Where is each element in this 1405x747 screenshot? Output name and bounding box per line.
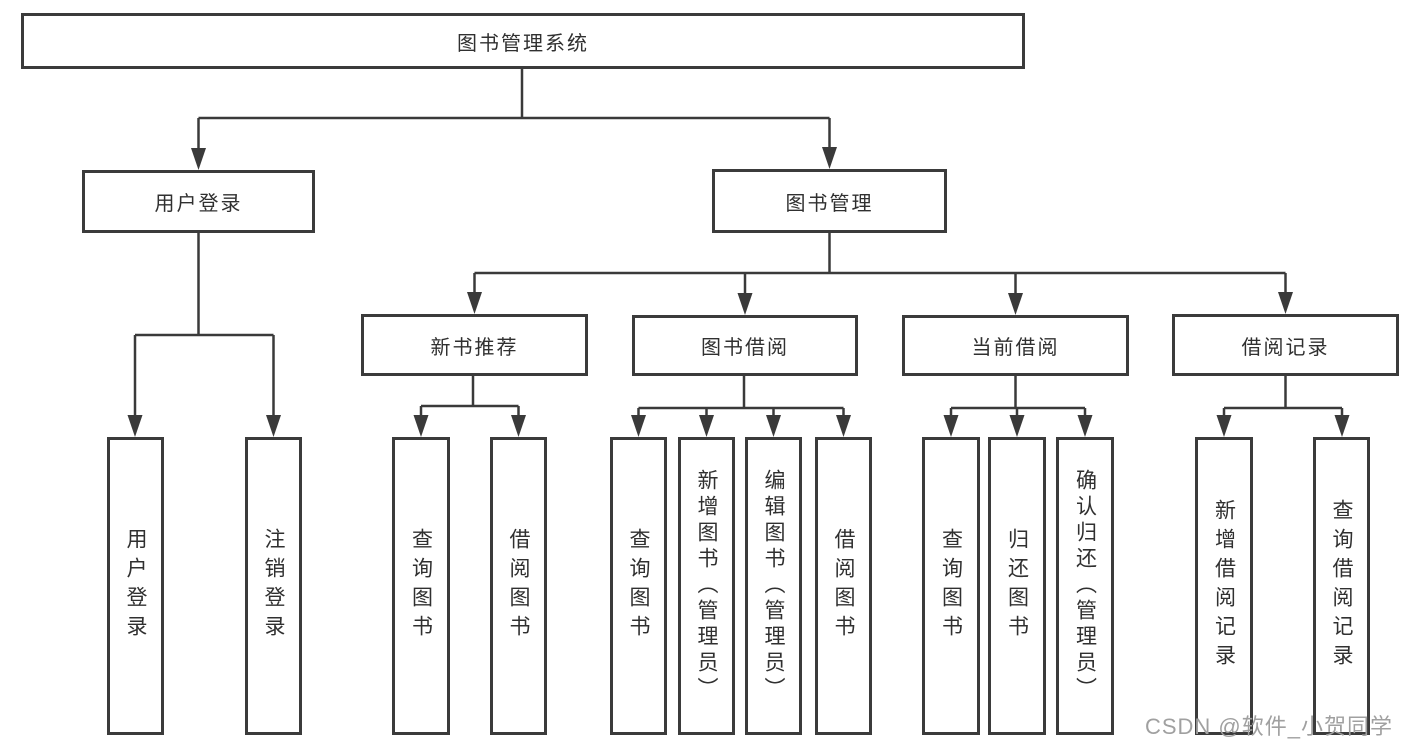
- leaf-br-add-record-label: 新增借阅记录: [1212, 499, 1236, 673]
- node-current-borrow: 当前借阅: [902, 315, 1129, 376]
- leaf-bb-add-books-admin-label: 新增图书（管理员）: [695, 469, 718, 703]
- connector-root-to-level2: [191, 69, 837, 170]
- node-book-borrow-label: 图书借阅: [701, 337, 789, 359]
- leaf-cb-query-books-label: 查询图书: [939, 528, 963, 644]
- leaf-br-query-record: 查询借阅记录: [1313, 437, 1370, 735]
- leaf-bb-add-books-admin: 新增图书（管理员）: [678, 437, 735, 735]
- leaf-cb-return-books: 归还图书: [988, 437, 1046, 735]
- leaf-cb-confirm-return-admin-label: 确认归还（管理员）: [1073, 469, 1097, 703]
- node-root: 图书管理系统: [21, 13, 1025, 69]
- node-borrow-records-label: 借阅记录: [1241, 336, 1330, 359]
- leaf-nb-borrow-books-label: 借阅图书: [507, 528, 530, 644]
- node-root-label: 图书管理系统: [457, 32, 589, 55]
- node-user-login-label: 用户登录: [154, 193, 243, 215]
- node-user-login: 用户登录: [82, 170, 315, 233]
- node-borrow-records: 借阅记录: [1172, 314, 1399, 376]
- connector-currentborrow-to-children: [943, 376, 1093, 437]
- connector-userlogin-to-children: [127, 233, 281, 437]
- leaf-logout-label: 注销登录: [262, 528, 285, 644]
- leaf-bb-edit-books-admin-label: 编辑图书（管理员）: [762, 469, 785, 703]
- node-current-borrow-label: 当前借阅: [971, 337, 1060, 359]
- node-book-borrow: 图书借阅: [632, 315, 858, 376]
- connector-bookborrow-to-children: [631, 376, 851, 437]
- leaf-bb-edit-books-admin: 编辑图书（管理员）: [745, 437, 802, 735]
- connector-bookmgmt-to-level3: [467, 233, 1293, 315]
- leaf-bb-borrow-books: 借阅图书: [815, 437, 872, 735]
- leaf-bb-query-books-label: 查询图书: [627, 528, 650, 644]
- csdn-watermark: CSDN @软件_小贺同学: [1144, 714, 1393, 739]
- leaf-cb-confirm-return-admin: 确认归还（管理员）: [1056, 437, 1114, 735]
- leaf-user-login: 用户登录: [107, 437, 164, 735]
- connector-newbookrec-to-children: [413, 376, 526, 437]
- node-new-book-recommend-label: 新书推荐: [430, 336, 519, 359]
- leaf-br-query-record-label: 查询借阅记录: [1330, 499, 1353, 673]
- node-book-management-label: 图书管理: [785, 192, 874, 215]
- leaf-cb-return-books-label: 归还图书: [1005, 528, 1029, 644]
- node-book-management: 图书管理: [712, 169, 947, 233]
- leaf-nb-query-books-label: 查询图书: [409, 528, 433, 644]
- leaf-bb-query-books: 查询图书: [610, 437, 667, 735]
- leaf-br-add-record: 新增借阅记录: [1195, 437, 1253, 735]
- leaf-user-login-label: 用户登录: [124, 528, 147, 644]
- leaf-logout: 注销登录: [245, 437, 302, 735]
- node-new-book-recommend: 新书推荐: [361, 314, 588, 376]
- leaf-cb-query-books: 查询图书: [922, 437, 980, 735]
- leaf-bb-borrow-books-label: 借阅图书: [832, 528, 855, 644]
- leaf-nb-borrow-books: 借阅图书: [490, 437, 547, 735]
- leaf-nb-query-books: 查询图书: [392, 437, 450, 735]
- connector-borrowrecords-to-children: [1216, 376, 1350, 437]
